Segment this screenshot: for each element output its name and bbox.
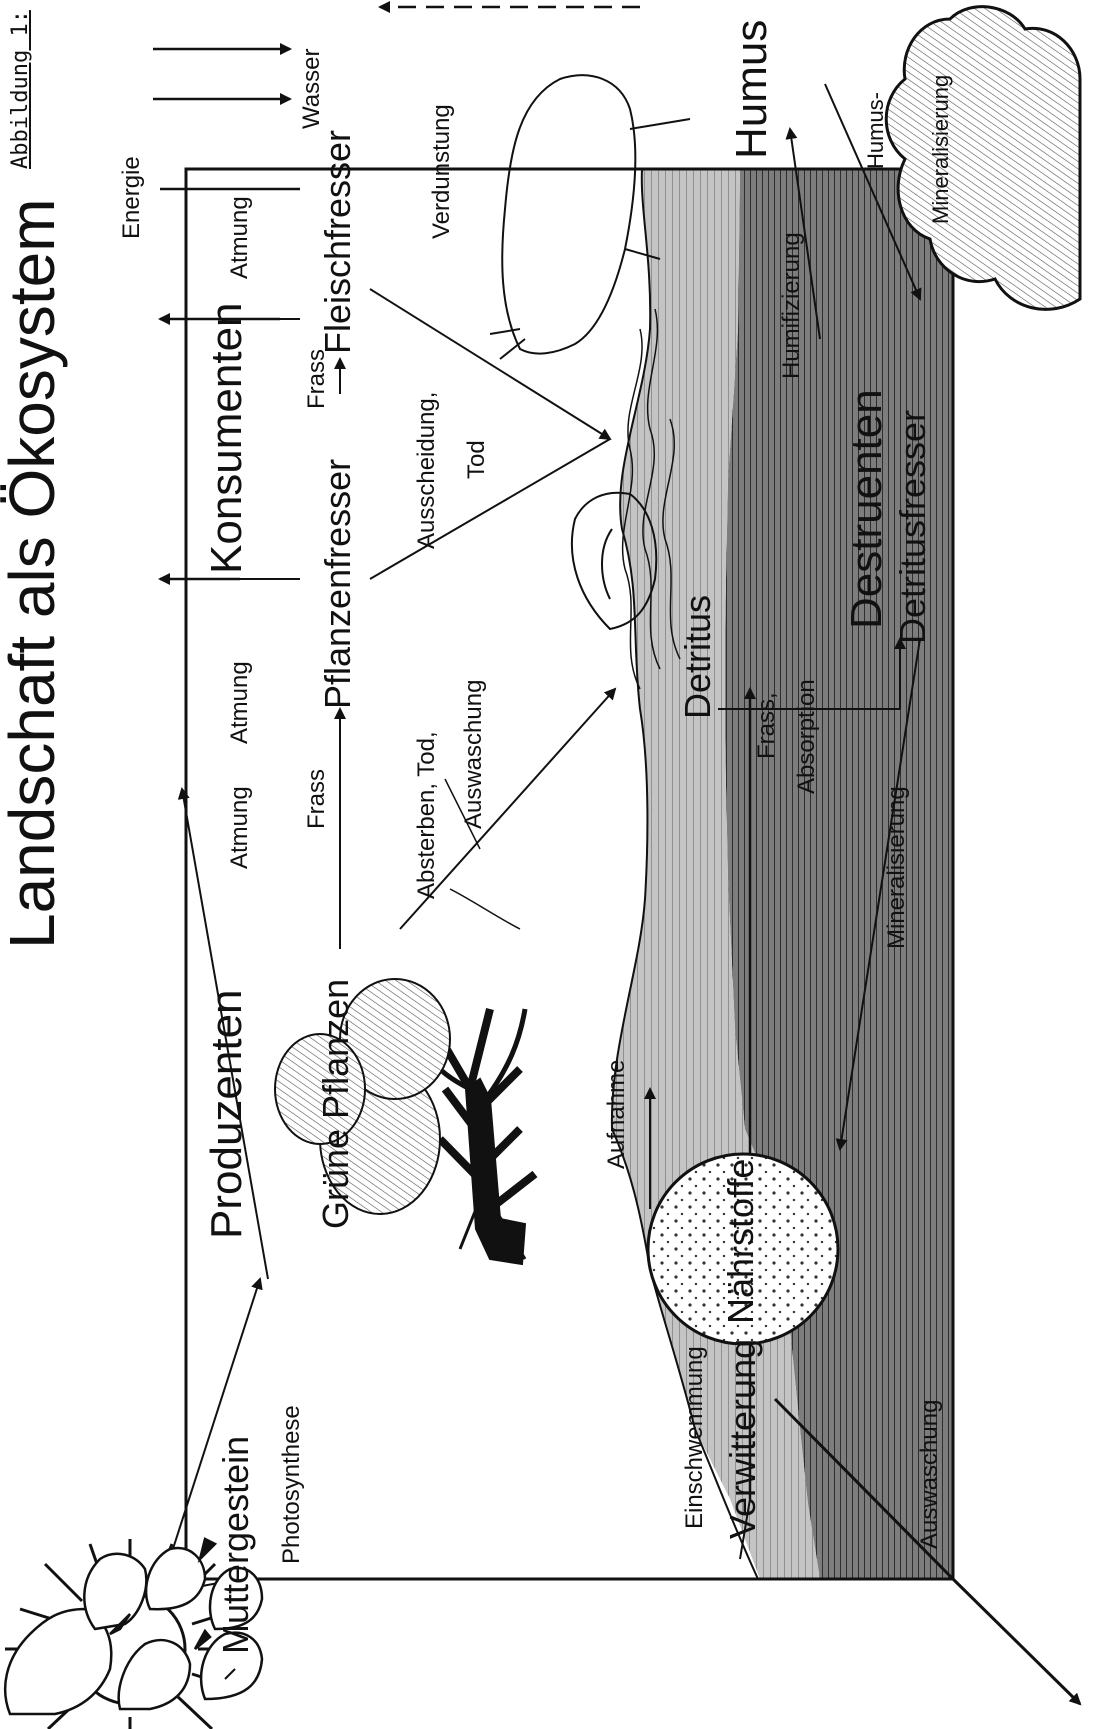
label-frass-absorption-1: Frass, bbox=[755, 692, 779, 759]
figure-caption: Abbildung 1: bbox=[10, 10, 32, 169]
label-destruenten: Destruenten bbox=[845, 389, 889, 629]
label-aufnahme: Aufnahme bbox=[605, 1060, 629, 1169]
label-humus: Humus bbox=[730, 20, 774, 159]
label-frass-1: Frass bbox=[305, 769, 329, 829]
label-humus-mineral-2: Mineralisierung bbox=[930, 75, 952, 224]
label-atmung-2: Atmung bbox=[228, 661, 252, 744]
label-auswaschung-1: Auswaschung bbox=[462, 680, 486, 829]
label-ausscheidung: Ausscheidung, bbox=[415, 392, 439, 549]
label-pflanzenfresser: Pflanzenfresser bbox=[320, 459, 356, 709]
label-humifizierung: Humifizierung bbox=[780, 232, 804, 379]
label-mineralisierung: Mineralisierung bbox=[885, 786, 909, 949]
label-detritusfresser: Detritusfresser bbox=[895, 410, 931, 644]
label-fleischfresser: Fleischfresser bbox=[320, 130, 356, 354]
label-produzenten: Produzenten bbox=[205, 989, 249, 1239]
label-tod: Tod bbox=[465, 440, 489, 479]
label-photosynthese: Photosynthese bbox=[280, 1405, 304, 1564]
label-naehrstoffe: Nährstoffe bbox=[723, 1159, 759, 1324]
label-absterben-tod: Absterben, Tod, bbox=[415, 731, 439, 899]
label-konsumenten: Konsumenten bbox=[205, 302, 249, 574]
label-wasser: Wasser bbox=[300, 49, 324, 129]
label-humus-mineral-1: Humus- bbox=[865, 92, 887, 169]
figure-title: Landschaft als Ökosystem bbox=[0, 198, 64, 949]
label-atmung-3: Atmung bbox=[228, 196, 252, 279]
label-gruene-pflanzen: Grüne Pflanzen bbox=[318, 979, 354, 1229]
label-verwitterung: Verwitterung bbox=[725, 1339, 761, 1539]
label-muttergestein: Muttergestein bbox=[218, 1436, 254, 1654]
label-verdunstung: Verdunstung bbox=[430, 104, 454, 239]
plant-canopy-icon bbox=[275, 979, 450, 1214]
label-atmung-1: Atmung bbox=[228, 786, 252, 869]
label-einschwemmung: Einschwemmung bbox=[683, 1346, 707, 1529]
label-auswaschung-2: Auswaschung bbox=[918, 1400, 942, 1549]
label-detritus: Detritus bbox=[680, 595, 716, 719]
label-frass-2: Frass bbox=[305, 349, 329, 409]
label-frass-absorption-2: Absorption bbox=[795, 679, 819, 794]
label-energie: Energie bbox=[120, 156, 144, 239]
